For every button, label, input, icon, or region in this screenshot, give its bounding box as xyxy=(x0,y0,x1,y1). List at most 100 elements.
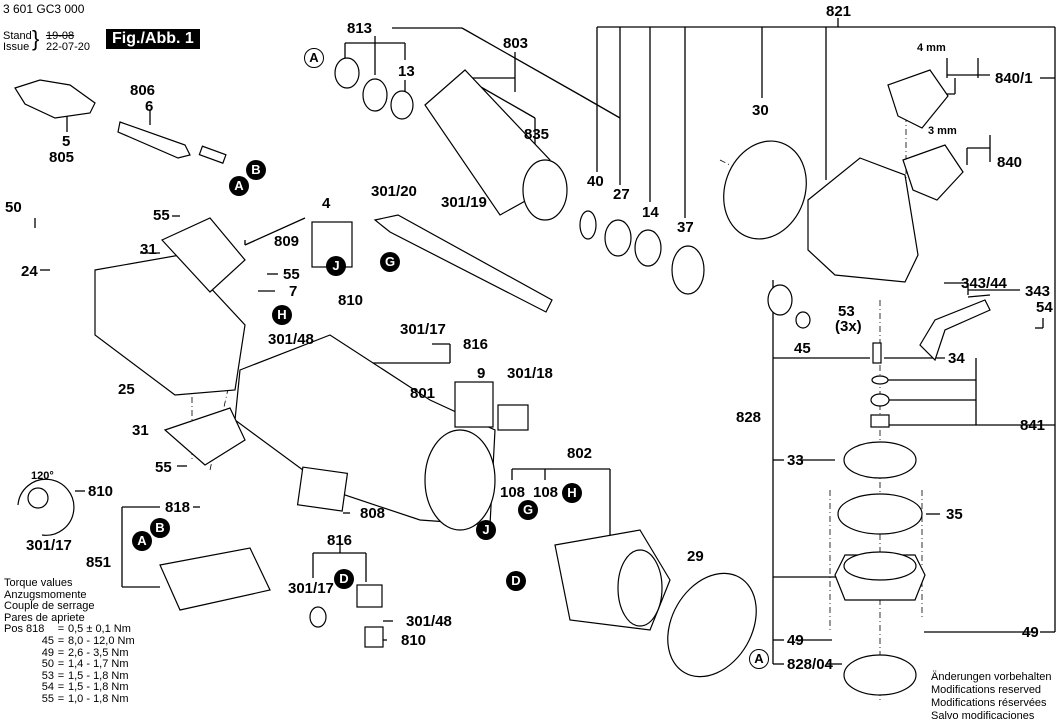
connector-g-marker: G xyxy=(380,252,400,272)
armature-gear xyxy=(522,159,568,221)
o-ring-828-04-part xyxy=(843,654,917,696)
switch-slider-part xyxy=(373,214,553,313)
callout-9: 9 xyxy=(477,365,486,382)
callout-808: 808 xyxy=(360,505,386,522)
callout-851: 851 xyxy=(86,554,112,571)
lock-lever-part xyxy=(919,299,991,362)
callout-301-17-bottom: 301/17 xyxy=(288,580,334,597)
leader-lines xyxy=(34,18,1056,665)
callout-24: 24 xyxy=(21,263,38,280)
torque-title-de: Anzugsmomente xyxy=(4,588,87,601)
modifications-notice: Änderungen vorbehalten Modifications res… xyxy=(931,671,1051,723)
callout-301-48-bottom: 301/48 xyxy=(406,613,452,630)
spring-coil-part xyxy=(27,487,49,509)
gear-housing-part xyxy=(807,157,919,283)
bearing-37-part xyxy=(671,245,705,295)
connector-b-marker: B xyxy=(246,160,266,180)
callout-301-17-left: 301/17 xyxy=(26,537,72,554)
bearing-small-part xyxy=(870,393,890,407)
torque-values-table: Torque values Anzugsmomente Couple de se… xyxy=(4,577,135,706)
spindle-lock-button-part-2 xyxy=(902,144,964,201)
callout-120-degrees: 120° xyxy=(31,470,54,482)
callout-13: 13 xyxy=(398,63,415,80)
torque-value: 2,6 - 3,5 Nm xyxy=(68,646,129,659)
callout-37: 37 xyxy=(677,219,694,236)
plug-part xyxy=(14,79,96,119)
callout-6: 6 xyxy=(145,98,154,115)
callout-31-top: 31 xyxy=(140,241,157,258)
callout-55-top: 55 xyxy=(153,207,170,224)
bearing-flange-part xyxy=(723,140,807,240)
brush-holder-small-part xyxy=(356,584,383,608)
bearing-part-2 xyxy=(362,78,388,112)
brace-symbol: } xyxy=(32,26,40,51)
callout-31-bottom: 31 xyxy=(132,422,149,439)
connector-a-marker: A xyxy=(304,48,324,68)
callout-840: 840 xyxy=(997,154,1023,171)
connector-d-marker: D xyxy=(334,569,354,589)
callout-55-mid: 55 xyxy=(283,266,300,283)
bearing-14-part xyxy=(634,229,662,267)
callout-5: 5 xyxy=(62,133,71,150)
callout-108-b: 108 xyxy=(533,484,559,501)
connector-a-marker: A xyxy=(749,649,769,669)
connector-d-marker: D xyxy=(506,571,526,591)
cable-part xyxy=(198,145,227,164)
callout-301-18: 301/18 xyxy=(507,365,553,382)
callout-53-quantity: (3x) xyxy=(835,318,862,335)
callout-53: 53 xyxy=(838,303,855,320)
connector-j-marker: J xyxy=(476,520,496,540)
washer-part xyxy=(871,375,889,385)
retaining-ring-part xyxy=(579,210,597,240)
callout-810-left: 810 xyxy=(88,483,114,500)
gasket-35-part xyxy=(837,493,923,535)
stand-label: Stand xyxy=(3,30,32,42)
connector-h-marker: H xyxy=(272,305,292,325)
notice-de: Änderungen vorbehalten xyxy=(931,671,1052,683)
callout-816-top: 816 xyxy=(463,336,489,353)
callout-801: 801 xyxy=(410,385,436,402)
torque-row: 55=1,0 - 1,8 Nm xyxy=(4,692,135,706)
callout-49-right: 49 xyxy=(1022,624,1039,641)
callout-301-48-top: 301/48 xyxy=(268,331,314,348)
torque-pos: 53 xyxy=(41,669,54,682)
callout-49-left: 49 xyxy=(787,632,804,649)
connector-a-marker: A xyxy=(229,176,249,196)
callout-34: 34 xyxy=(948,350,965,367)
torque-value: 1,0 - 1,8 Nm xyxy=(68,692,129,705)
fan-baffle-part xyxy=(667,572,757,678)
carbon-brush-part xyxy=(364,626,384,648)
torque-value: 8,0 - 12,0 Nm xyxy=(68,634,135,647)
callout-802: 802 xyxy=(567,445,593,462)
housing-opening xyxy=(424,429,496,531)
bearing-part-3 xyxy=(390,90,414,120)
callout-50: 50 xyxy=(5,199,22,216)
connector-j-marker: J xyxy=(326,256,346,276)
callout-30: 30 xyxy=(752,102,769,119)
spring-arc xyxy=(17,478,75,536)
spindle-lock-button-part xyxy=(887,69,949,129)
torque-row: 49=2,6 - 3,5 Nm xyxy=(4,646,135,660)
cover-301-18-part xyxy=(497,404,529,431)
connector-b-marker: B xyxy=(150,518,170,538)
o-ring-33-part xyxy=(843,441,917,479)
torque-pos: 49 xyxy=(41,646,54,659)
cover-part xyxy=(160,217,246,293)
torque-row: Pos 818=0,5 ± 0,1 Nm xyxy=(4,623,131,636)
callout-301-17-top: 301/17 xyxy=(400,321,446,338)
callout-33: 33 xyxy=(787,452,804,469)
callout-301-19: 301/19 xyxy=(441,194,487,211)
callout-841: 841 xyxy=(1020,417,1046,434)
connector-a-marker: A xyxy=(132,531,152,551)
callout-108-a: 108 xyxy=(500,484,526,501)
callout-806: 806 xyxy=(130,82,156,99)
callout-3mm: 3 mm xyxy=(928,125,957,137)
callout-809: 809 xyxy=(274,233,300,250)
stator-winding xyxy=(617,549,663,627)
torque-pos: 50 xyxy=(41,658,54,671)
callout-828: 828 xyxy=(736,409,762,426)
sleeve-part xyxy=(870,414,890,428)
issue-label: Issue xyxy=(3,41,30,53)
part-number: 3 601 GC3 000 xyxy=(3,2,85,16)
